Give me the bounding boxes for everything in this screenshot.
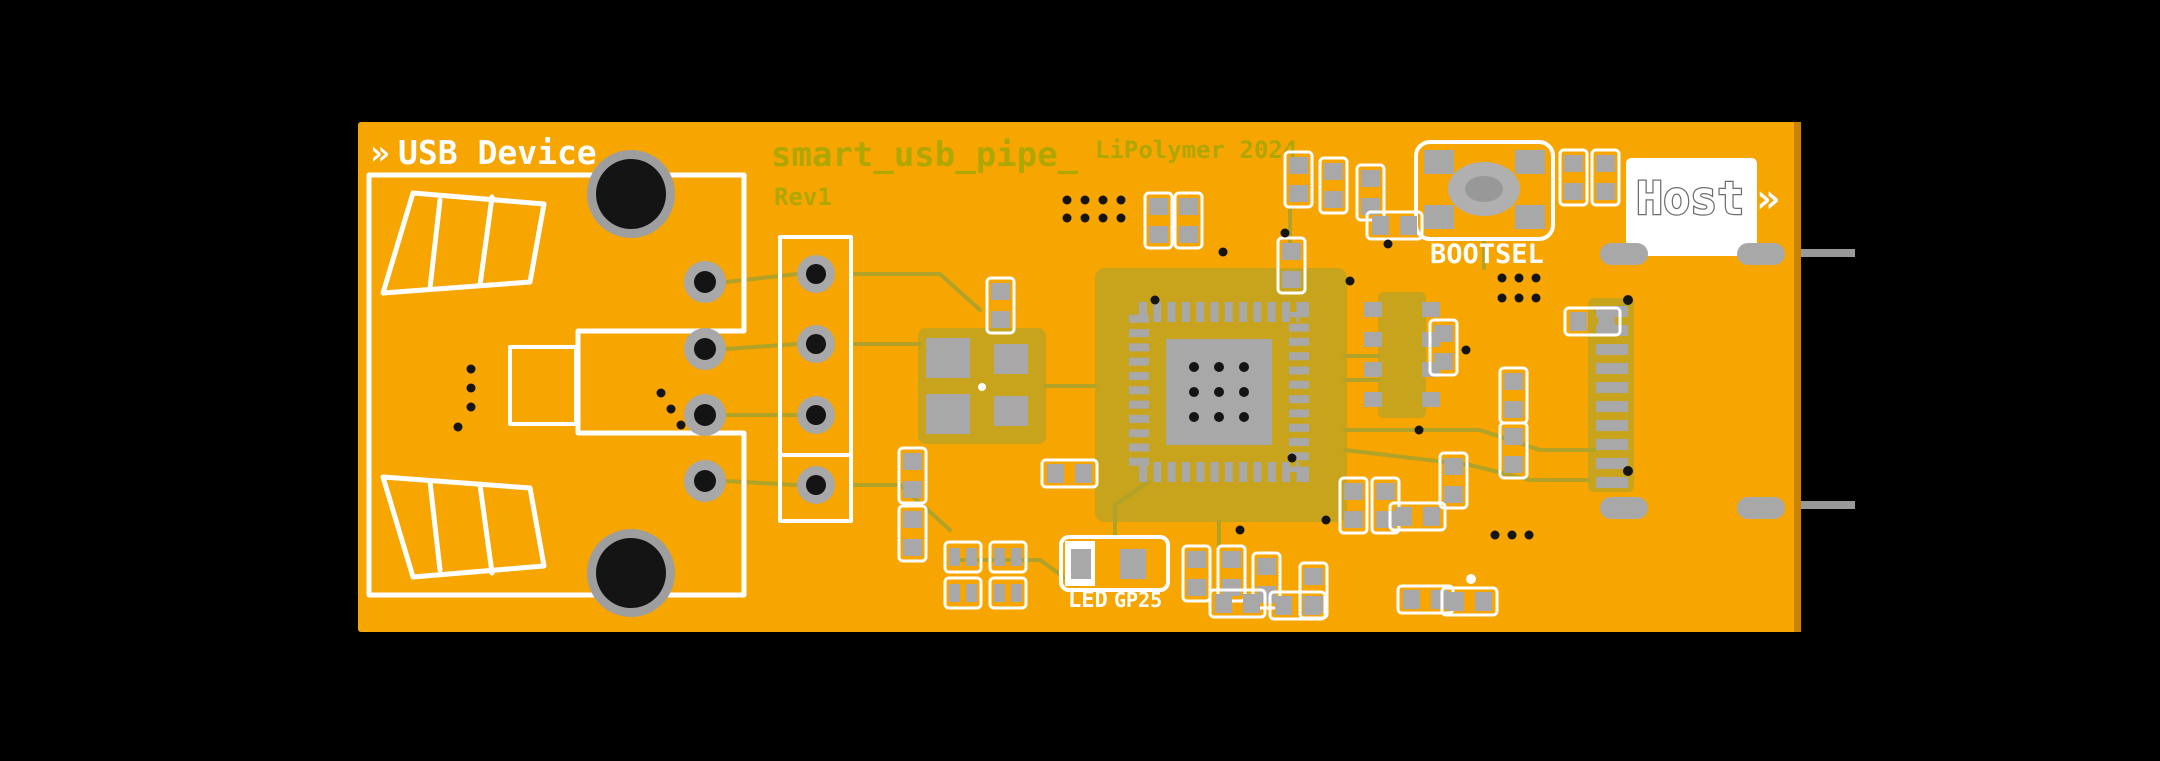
tented-via (1466, 574, 1476, 584)
plated-hole (797, 466, 835, 504)
via-cluster (453, 195, 1633, 584)
host-arrow-icon: » (1756, 176, 1780, 222)
mcu-footprint (1129, 302, 1309, 482)
host-shield-pad (1600, 243, 1648, 265)
pin-header-column (778, 235, 853, 523)
copper-texts: smart_usb_pipe_ LiPolymer 2024 Rev1 (771, 135, 1297, 211)
host-connector-body (1626, 158, 1757, 256)
crystal-footprint (926, 338, 1028, 434)
mounting-hole-top (587, 150, 675, 238)
board-title: smart_usb_pipe_ (771, 135, 1079, 175)
through-hole-column (684, 261, 726, 502)
host-label: Host (1636, 172, 1744, 225)
led-signal-label: GP25 (1114, 588, 1162, 612)
host-shield-pad (1600, 497, 1648, 519)
board-edge-tab (1801, 249, 1855, 257)
plated-hole (797, 255, 835, 293)
bootsel-outline (1414, 140, 1555, 241)
usb-device-label: USB Device (398, 133, 597, 172)
bootsel-label: BOOTSEL (1430, 239, 1544, 270)
host-shield-pad (1737, 243, 1785, 265)
usb-a-outline (366, 172, 747, 598)
host-shield-pad (1737, 497, 1785, 519)
usb-device-arrow-icon: » (370, 133, 390, 172)
host-usb-connector: Host » (1600, 158, 1855, 519)
pin-header-outline (778, 235, 853, 523)
board-right-edge (1794, 122, 1801, 632)
brand-label: LiPolymer 2024 (1095, 136, 1297, 164)
bootsel-actuator-center (1465, 176, 1503, 202)
plated-hole (684, 460, 726, 502)
status-led: LED GP25 (1059, 535, 1170, 613)
board-edge-tab (1801, 501, 1855, 509)
plated-hole (797, 396, 835, 434)
plated-hole (684, 261, 726, 303)
usb-a-tongue-outline (508, 345, 578, 426)
bootsel-button: BOOTSEL (1414, 140, 1555, 270)
usb-a-plug-glyph-top (380, 190, 547, 296)
mounting-hole-bottom (587, 529, 675, 617)
revision-label: Rev1 (774, 183, 832, 211)
led-outline (1059, 535, 1170, 592)
led-label: LED (1068, 588, 1108, 613)
silkscreen-texts: » USB Device (370, 133, 597, 172)
mcu-perimeter-pads (1129, 302, 1309, 482)
plated-hole (684, 394, 726, 436)
plated-hole (797, 325, 835, 363)
plated-hole (684, 328, 726, 370)
usb-a-plug-glyph-bottom (380, 474, 547, 580)
mcu-via-grid (1189, 362, 1249, 422)
usb-a-connector (366, 150, 747, 617)
regulator-copper-zone (1378, 292, 1426, 418)
crystal-pin1-dot (978, 383, 986, 391)
